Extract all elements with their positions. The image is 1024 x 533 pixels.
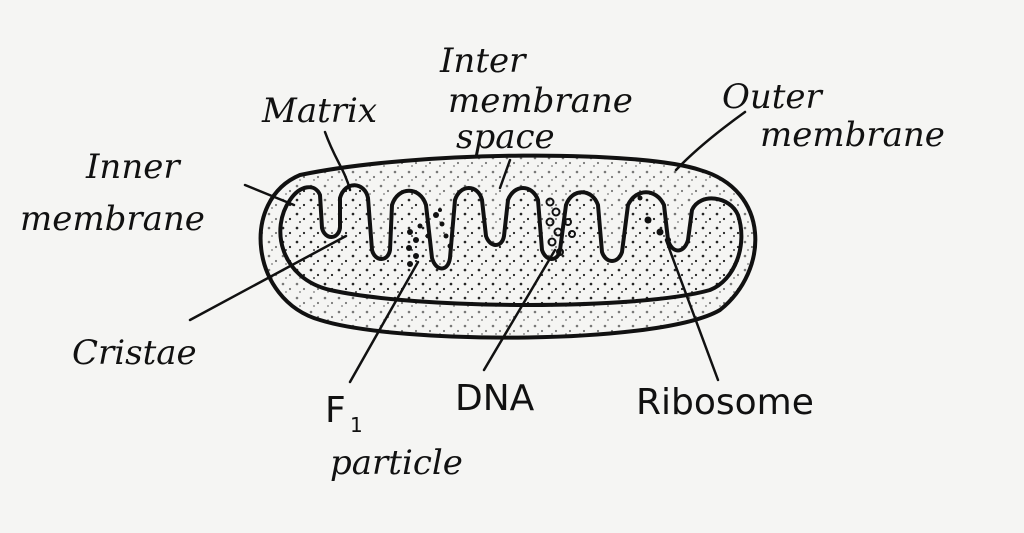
leader-lines xyxy=(188,110,747,384)
label-f1-subscript: 1 xyxy=(350,413,363,437)
label-inner-membrane: membrane xyxy=(20,199,205,239)
leader-ribosome xyxy=(664,238,720,382)
leader-matrix xyxy=(323,130,352,192)
ribosomes xyxy=(637,195,671,243)
leader-outer xyxy=(674,110,747,172)
leader-inner xyxy=(243,183,296,207)
label-space: space xyxy=(456,117,555,157)
f1-particles xyxy=(406,208,453,267)
label-outer: Outer xyxy=(722,77,824,117)
leader-cristae xyxy=(188,234,348,322)
label-f1-particle: particle xyxy=(330,443,463,483)
label-inter: Inter xyxy=(439,41,527,81)
label-inner: Inner xyxy=(85,147,181,187)
dna xyxy=(545,197,576,256)
label-ribosome: Ribosome xyxy=(636,382,814,423)
leader-dna xyxy=(482,248,557,372)
leader-f1 xyxy=(348,260,420,384)
label-matrix: Matrix xyxy=(261,91,377,131)
label-outer-membrane: membrane xyxy=(760,115,945,155)
label-dna: DNA xyxy=(455,378,535,419)
label-f1: F xyxy=(325,390,346,431)
label-membrane-mid: membrane xyxy=(448,81,633,121)
label-cristae: Cristae xyxy=(72,333,197,373)
leader-intermembrane xyxy=(498,158,512,190)
